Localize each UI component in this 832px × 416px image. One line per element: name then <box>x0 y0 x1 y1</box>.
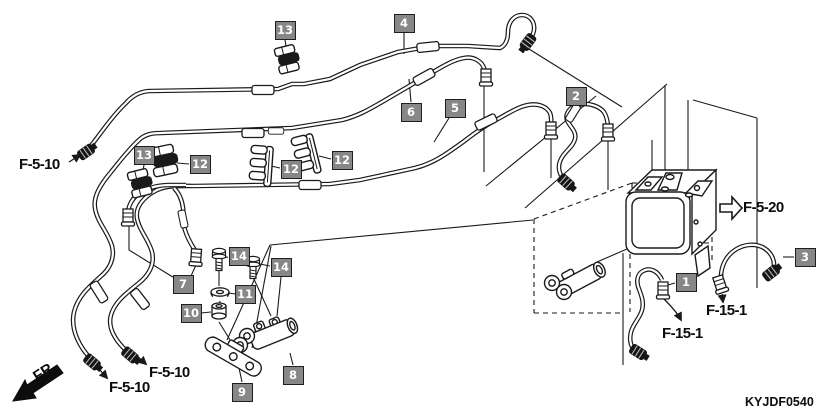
callout-12[interactable]: 12 <box>331 150 353 170</box>
ref-label-f-15-1[interactable]: F-15-1 <box>662 325 703 342</box>
diagram-code: KYJDF0540 <box>745 395 814 409</box>
callout-2[interactable]: 2 <box>565 86 587 106</box>
callout-9[interactable]: 9 <box>231 382 253 402</box>
brake-pipe-4 <box>76 12 538 162</box>
f-5-20-block-arrow-icon <box>719 194 744 222</box>
callout-4[interactable]: 4 <box>393 13 415 33</box>
callout-5[interactable]: 5 <box>444 98 466 118</box>
brake-hose-3 <box>710 242 785 296</box>
callout-8[interactable]: 8 <box>282 365 304 385</box>
callout-11[interactable]: 11 <box>234 284 256 304</box>
callout-12[interactable]: 12 <box>280 159 302 179</box>
callout-13[interactable]: 13 <box>133 145 155 165</box>
pipe-clamp-13b <box>126 167 156 200</box>
ref-label-f-15-1[interactable]: F-15-1 <box>706 302 747 319</box>
brake-hose-1 <box>627 267 671 364</box>
ref-label-f-5-20[interactable]: F-5-20 <box>743 199 784 216</box>
pipe-clamp-12b <box>247 144 275 188</box>
ref-label-f-5-10[interactable]: F-5-10 <box>149 364 190 381</box>
brake-pipe-5 <box>107 102 559 368</box>
brake-pipe-2 <box>556 101 616 195</box>
callout-12[interactable]: 12 <box>189 154 211 174</box>
rear-master-cylinder-ref <box>543 261 606 301</box>
fr-direction-arrow-icon <box>12 364 64 402</box>
ref-label-f-5-10[interactable]: F-5-10 <box>19 156 60 173</box>
callout-14[interactable]: 14 <box>228 246 250 266</box>
callout-10[interactable]: 10 <box>180 303 202 323</box>
callout-6[interactable]: 6 <box>400 102 422 122</box>
pipe-clamp-13a <box>273 43 303 76</box>
callout-7[interactable]: 7 <box>172 274 194 294</box>
callout-1[interactable]: 1 <box>675 272 697 292</box>
abs-modulator <box>625 168 718 278</box>
joint-bracket-9 <box>204 336 262 377</box>
callout-14[interactable]: 14 <box>270 257 292 277</box>
grommet-10 <box>211 302 227 320</box>
brake-pipe-6 <box>70 55 494 375</box>
callout-3[interactable]: 3 <box>794 247 816 267</box>
ref-label-f-5-10[interactable]: F-5-10 <box>109 379 150 396</box>
washer-11 <box>210 287 230 298</box>
callout-13[interactable]: 13 <box>274 20 296 40</box>
